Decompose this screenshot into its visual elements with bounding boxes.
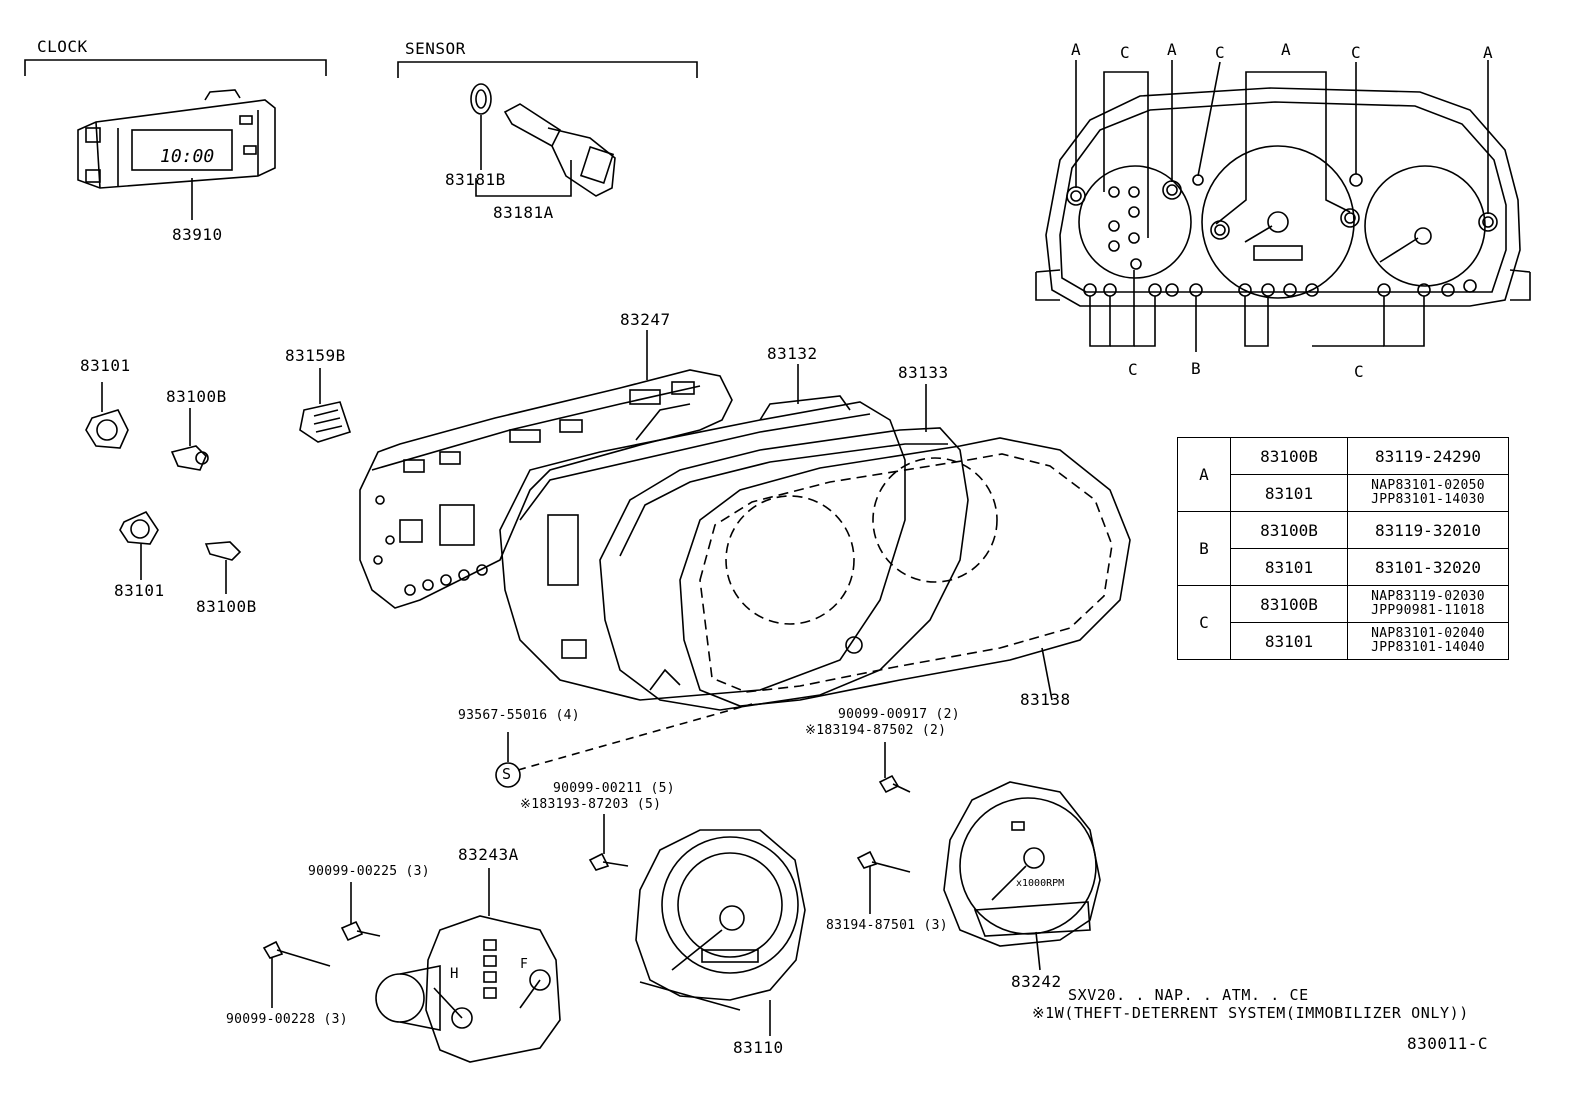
location-letter-a1: A (1071, 40, 1082, 59)
fuel-temp-gauge-drawing (375, 868, 561, 1063)
sensor-bracket (397, 61, 698, 78)
table-part-cell: 83100B (1230, 585, 1348, 623)
table-number-cell: 83119-24290 (1347, 437, 1509, 475)
table-number-line: JPP90981-11018 (1371, 603, 1485, 618)
sensor-ring-part-label: 83181B (445, 170, 506, 189)
socket-top-part-label: 83101 (80, 356, 131, 375)
speedometer-drawing (635, 829, 806, 1036)
screw-e-label: 83194-87501 (3) (826, 918, 948, 933)
tachometer-scale-text: x1000RPM (1016, 878, 1064, 889)
case-drawing (499, 364, 906, 701)
screw-a-drawing (878, 742, 911, 794)
case-part-label: 83132 (767, 344, 818, 363)
table-row: 83101 NAP83101-02040 JPP83101-14040 (1178, 622, 1509, 660)
sensor-section-header: SENSOR (405, 39, 466, 58)
speedometer-part-label: 83110 (733, 1038, 784, 1057)
fuel-temp-gauge-part-label: 83243A (458, 845, 519, 864)
location-letter-c2: C (1215, 43, 1226, 62)
location-letter-a4: A (1483, 43, 1494, 62)
bulb-bottom-drawing (204, 541, 242, 594)
screw-a-label: 90099-00917 (2) (838, 707, 960, 722)
circuit-plate-drawing (359, 330, 733, 609)
gauge-h-letter: H (450, 966, 458, 982)
table-number-cell: NAP83101-02050 JPP83101-14030 (1347, 474, 1509, 512)
location-letter-a2: A (1167, 40, 1178, 59)
table-row: A 83100B 83119-24290 (1177, 437, 1509, 512)
sensor-drawing (470, 83, 616, 197)
screw-c-drawing (340, 882, 381, 942)
panel-part-label: 83133 (898, 363, 949, 382)
footnote: ※1W(THEFT-DETERRENT SYSTEM(IMMOBILIZER O… (1032, 1004, 1469, 1022)
location-letter-c-bottom2: C (1354, 362, 1365, 381)
model-applicability-note: SXV20. . NAP. . ATM. . CE (1068, 986, 1309, 1004)
socket-top-drawing (85, 382, 129, 449)
bulb-bottom-part-label: 83100B (196, 597, 257, 616)
table-number-line: NAP83119-02030 (1371, 589, 1485, 604)
table-number-cell: NAP83101-02040 JPP83101-14040 (1347, 622, 1509, 660)
panel-drawing (599, 384, 969, 711)
clock-bracket (24, 59, 327, 76)
table-number-cell: 83119-32010 (1347, 511, 1509, 549)
socket-bottom-part-label: 83101 (114, 581, 165, 600)
bulb-reference-table: A 83100B 83119-24290 83101 NAP83101-0205… (1177, 437, 1509, 660)
clock-part-label: 83910 (172, 225, 223, 244)
connector-drawing (299, 368, 352, 443)
screw-s-leader (495, 703, 753, 788)
table-part-cell: 83101 (1230, 474, 1348, 512)
screw-c-label: 90099-00225 (3) (308, 864, 430, 879)
bulb-location-diagram (1035, 60, 1531, 352)
screw-b-label: 90099-00211 (5) (553, 781, 675, 796)
table-number-line: JPP83101-14030 (1371, 492, 1485, 507)
socket-bottom-drawing (119, 510, 159, 580)
table-part-cell: 83101 (1230, 548, 1348, 586)
table-part-cell: 83100B (1230, 437, 1348, 475)
bulb-top-drawing (170, 408, 209, 471)
clock-section-header: CLOCK (37, 37, 88, 56)
screw-e-drawing (856, 850, 911, 914)
sensor-part-label: 83181A (493, 203, 554, 222)
connector-part-label: 83159B (285, 346, 346, 365)
location-letter-c3: C (1351, 43, 1362, 62)
screw-d-drawing (262, 940, 331, 1008)
clock-unit-drawing (77, 89, 276, 220)
table-part-cell: 83100B (1230, 511, 1348, 549)
table-number-line: NAP83101-02040 (1371, 626, 1485, 641)
table-group-cell: C (1177, 585, 1231, 660)
lens-drawing (679, 437, 1131, 707)
table-number-cell: 83101-32020 (1347, 548, 1509, 586)
table-group-cell: A (1177, 437, 1231, 512)
table-row: 83101 83101-32020 (1178, 548, 1509, 586)
table-number-cell: NAP83119-02030 JPP90981-11018 (1347, 585, 1509, 623)
tachometer-drawing (943, 781, 1101, 971)
screw-s-symbol: S (502, 765, 512, 783)
location-letter-b-bottom: B (1191, 359, 1202, 378)
screw-d-label: 90099-00228 (3) (226, 1012, 348, 1027)
screw-s-label: 93567-55016 (4) (458, 708, 580, 723)
circuit-plate-part-label: 83247 (620, 310, 671, 329)
clock-display-text: 10:00 (160, 146, 214, 167)
tachometer-part-label: 83242 (1011, 972, 1062, 991)
location-letter-c1: C (1120, 43, 1131, 62)
screw-b-alt-label: ※183193-87203 (5) (520, 797, 662, 812)
location-letter-c-bottom1: C (1128, 360, 1139, 379)
screw-b-drawing (588, 814, 629, 871)
lens-part-label: 83138 (1020, 690, 1071, 709)
diagram-id: 830011-C (1407, 1034, 1489, 1053)
gauge-f-letter: F (520, 957, 528, 972)
table-group-cell: B (1177, 511, 1231, 586)
location-letter-a3: A (1281, 40, 1292, 59)
bulb-top-part-label: 83100B (166, 387, 227, 406)
screw-a-alt-label: ※183194-87502 (2) (805, 723, 947, 738)
table-row: B 83100B 83119-32010 (1177, 511, 1509, 586)
table-part-cell: 83101 (1230, 622, 1348, 660)
table-number-line: NAP83101-02050 (1371, 478, 1485, 493)
table-row: C 83100B NAP83119-02030 JPP90981-11018 (1177, 585, 1509, 660)
table-number-line: JPP83101-14040 (1371, 640, 1485, 655)
